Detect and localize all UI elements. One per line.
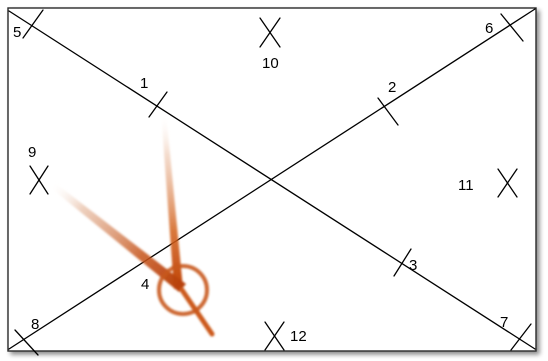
point-10-cross [259,17,281,48]
point-4-circle [157,264,209,316]
diagonal-line-8-6 [8,8,536,350]
point-2-tick [377,97,399,126]
point-11-cross [497,168,518,198]
point-8-tick [14,329,39,356]
point-7-label: 7 [500,314,508,331]
point-7-tick [510,323,532,351]
point-11-label: 11 [458,177,474,194]
point-2-label: 2 [388,79,396,96]
point-6-tick [500,13,524,42]
point-9-cross [29,165,49,195]
diagonal-line-5-7 [8,10,536,350]
point-4-label: 4 [141,276,149,293]
point-8-label: 8 [31,316,39,333]
point-12-label: 12 [290,328,307,345]
point-1-label: 1 [140,75,148,92]
point-1-tick [148,91,168,118]
point-6-label: 6 [485,20,493,37]
point-5-tick [22,9,44,39]
clock-hands-icon [46,112,215,337]
point-12-cross [264,321,285,351]
point-10-label: 10 [262,55,279,72]
point-5-label: 5 [13,24,21,41]
point-9-label: 9 [28,144,36,161]
point-3-tick [393,248,412,277]
point-3-label: 3 [409,257,417,274]
